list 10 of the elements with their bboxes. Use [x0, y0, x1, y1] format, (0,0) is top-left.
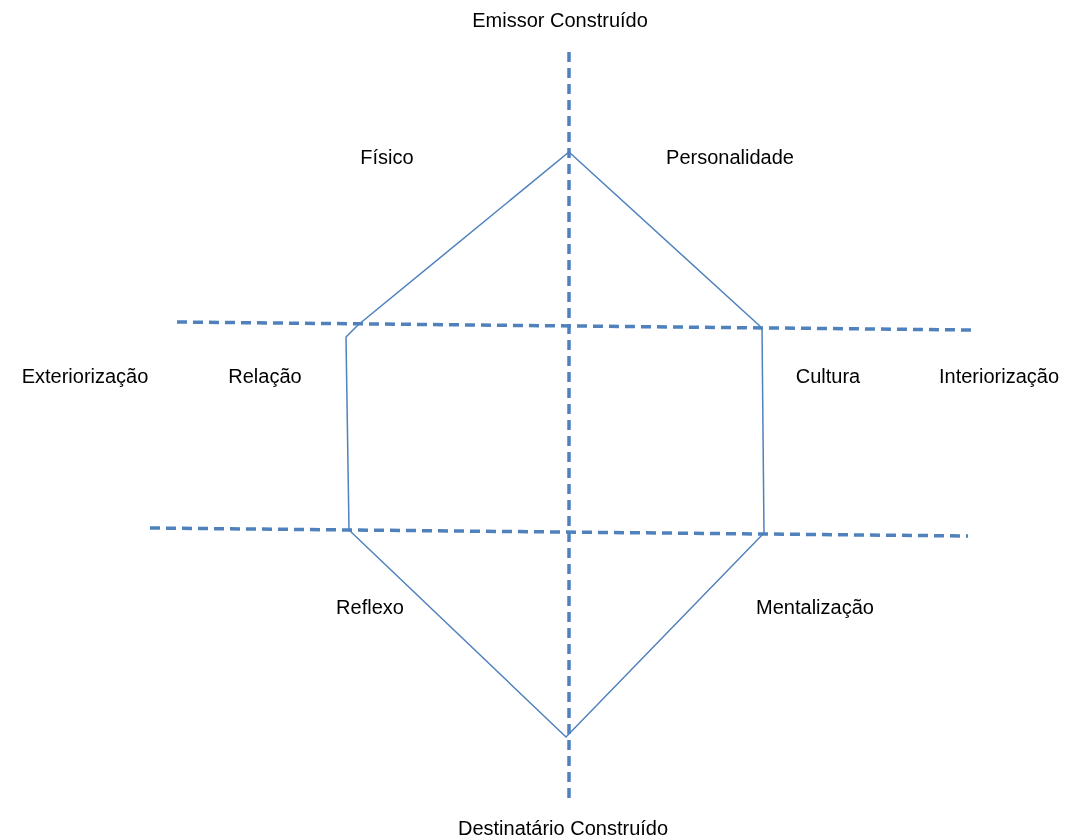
axis-label: Personalidade — [666, 145, 794, 169]
axis-label: Mentalização — [756, 595, 874, 619]
axis-label: Exteriorização — [21, 364, 149, 388]
axis-label: Relação — [228, 364, 302, 388]
axis-label: Interiorização — [938, 364, 1060, 388]
axis-label: Destinatário Construído — [457, 816, 669, 840]
axis-label: Reflexo — [336, 595, 404, 619]
axis-label: Emissor Construído — [472, 8, 648, 32]
axis-label: Físico — [360, 145, 414, 169]
axis-label: Cultura — [795, 364, 861, 388]
